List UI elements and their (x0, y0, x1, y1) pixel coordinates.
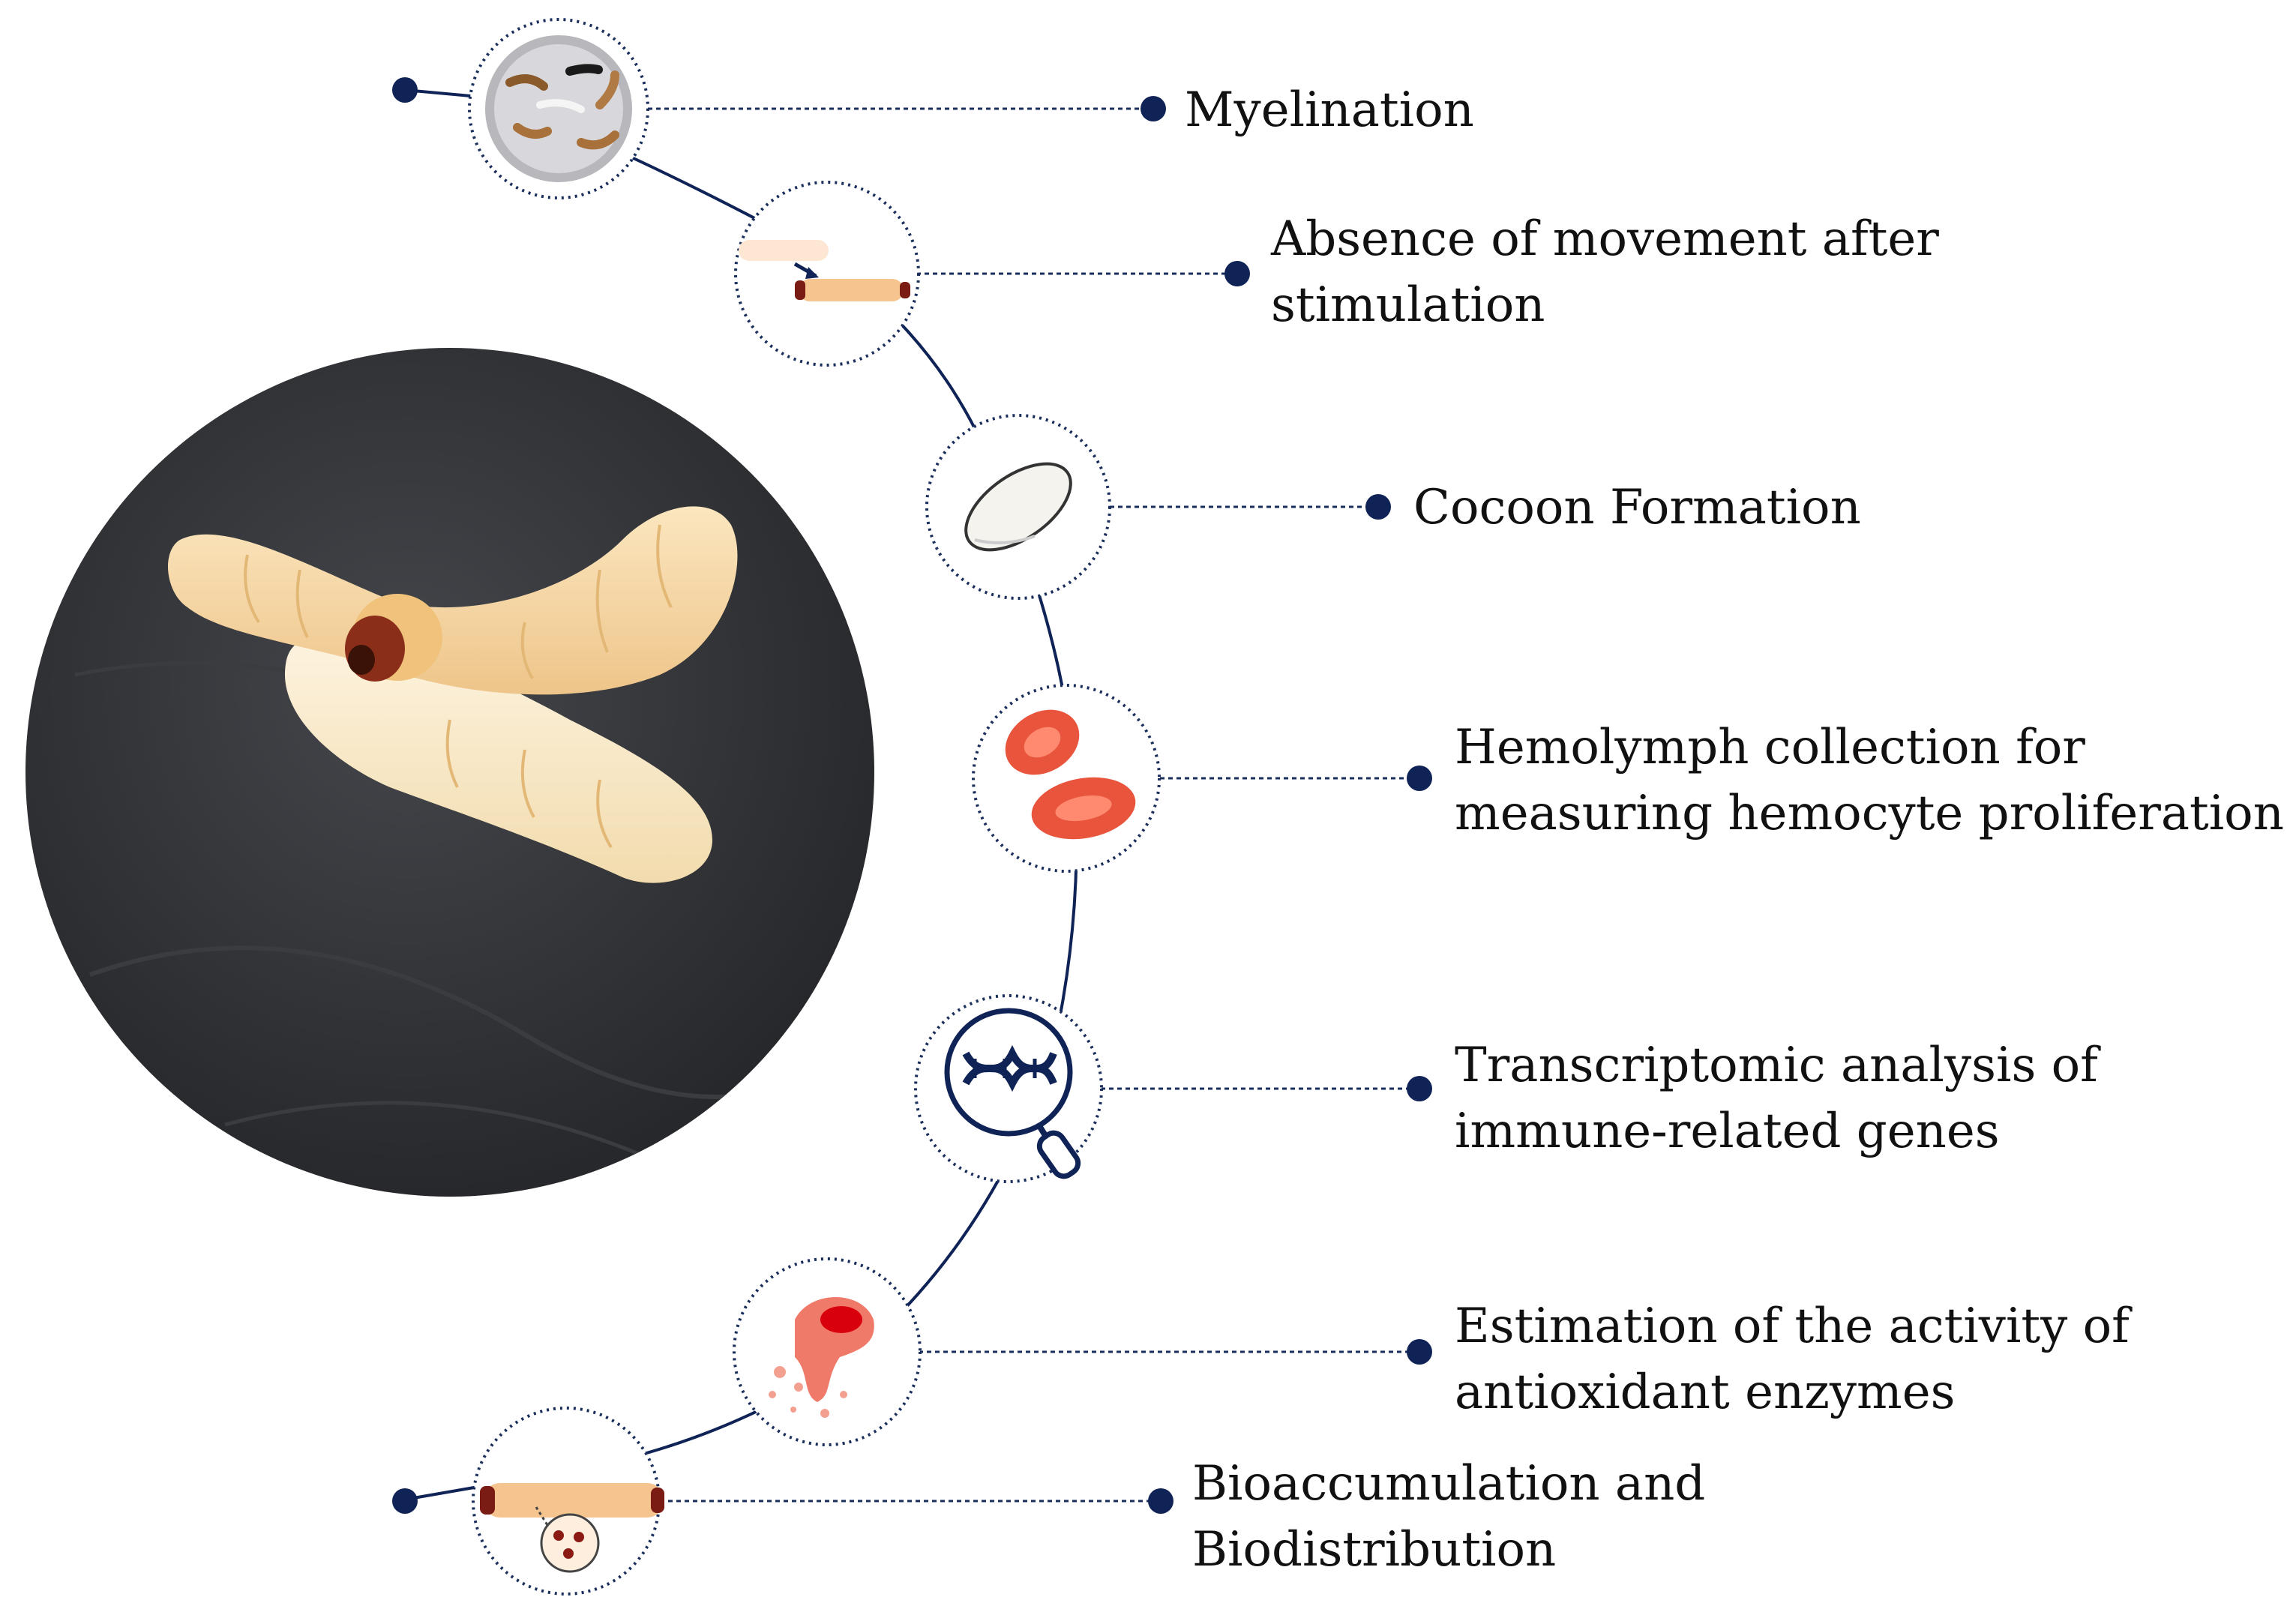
stage-cocoon: Cocoon Formation (925, 414, 1861, 600)
cell-burst-icon (769, 1297, 874, 1418)
stage-label: Cocoon Formation (1413, 480, 1861, 535)
cocoon-icon (964, 462, 1072, 552)
larva-flip-icon (739, 240, 910, 301)
timeline-start-dot (392, 77, 418, 103)
timeline-end-dot (392, 1488, 418, 1514)
larva-particles-icon (480, 1483, 664, 1573)
stage-label: Myelination (1185, 82, 1474, 138)
dna-magnifier-icon (944, 1008, 1081, 1179)
petri-dish-larvae-icon (485, 35, 632, 182)
blood-cells-icon (1005, 709, 1136, 840)
stage-myelination: Myelination (468, 18, 1474, 199)
larvae-photo (25, 348, 874, 1197)
